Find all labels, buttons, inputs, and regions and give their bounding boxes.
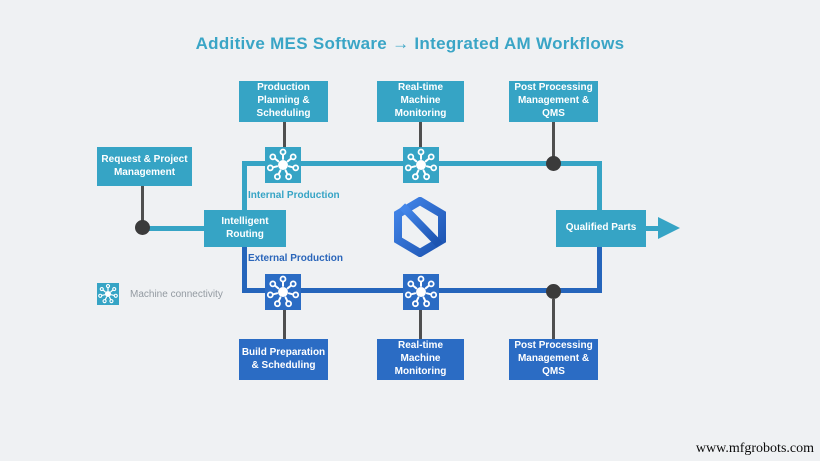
machine-connectivity-icon: [403, 274, 439, 310]
junction-dot-internal: [546, 156, 561, 171]
connector-top-postprocessing: [552, 120, 555, 158]
box-request-project-management: Request & Project Management: [97, 147, 192, 186]
box-label: Intelligent Routing: [221, 215, 269, 240]
connector-top-monitoring: [419, 122, 422, 148]
machine-connectivity-icon: [265, 147, 301, 183]
diagram-title: Additive MES Software → Integrated AM Wo…: [195, 34, 625, 53]
box-qualified-parts: Qualified Parts: [556, 210, 646, 247]
box-label: Qualified Parts: [565, 222, 637, 234]
external-production-label: External Production: [248, 253, 344, 264]
output-arrow-shaft: [646, 226, 664, 231]
output-arrow-icon: [658, 217, 680, 239]
connector-bottom-monitoring: [419, 310, 422, 339]
box-label: Post Processing Management & QMS: [514, 82, 593, 119]
connector-bottom-buildprep: [283, 310, 286, 339]
box-build-preparation: Build Preparation & Scheduling: [239, 339, 328, 380]
legend-label: Machine connectivity: [130, 289, 223, 300]
box-label: Production Planning & Scheduling: [256, 82, 311, 119]
request-to-routing-line: [142, 226, 204, 231]
watermark-text: www.mfgrobots.com: [695, 441, 814, 456]
machine-connectivity-legend-icon: [97, 283, 119, 305]
box-label: Real-time Machine Monitoring: [394, 340, 447, 377]
junction-dot-request: [135, 220, 150, 235]
external-line-right-rise: [597, 247, 602, 288]
box-label: Real-time Machine Monitoring: [394, 82, 447, 119]
box-intelligent-routing: Intelligent Routing: [204, 210, 286, 247]
connector-request: [141, 186, 144, 222]
box-postprocessing-top: Post Processing Management & QMS: [509, 81, 598, 122]
external-line-left-drop: [242, 247, 247, 293]
connector-top-planning: [283, 122, 286, 148]
box-realtime-monitoring-bottom: Real-time Machine Monitoring: [377, 339, 464, 380]
machine-connectivity-icon: [265, 274, 301, 310]
internal-production-label: Internal Production: [248, 190, 340, 201]
box-production-planning: Production Planning & Scheduling: [239, 81, 328, 122]
internal-line-left-drop: [242, 161, 247, 210]
box-realtime-monitoring-top: Real-time Machine Monitoring: [377, 81, 464, 122]
box-label: Build Preparation & Scheduling: [241, 346, 326, 371]
junction-dot-external: [546, 284, 561, 299]
connector-bottom-postprocessing: [552, 299, 555, 339]
box-postprocessing-bottom: Post Processing Management & QMS: [509, 339, 598, 380]
machine-connectivity-icon: [403, 147, 439, 183]
mes-software-logo: [394, 197, 446, 257]
internal-line-right-drop: [597, 161, 602, 210]
box-label: Request & Project Management: [101, 153, 188, 178]
box-label: Post Processing Management & QMS: [514, 340, 593, 377]
